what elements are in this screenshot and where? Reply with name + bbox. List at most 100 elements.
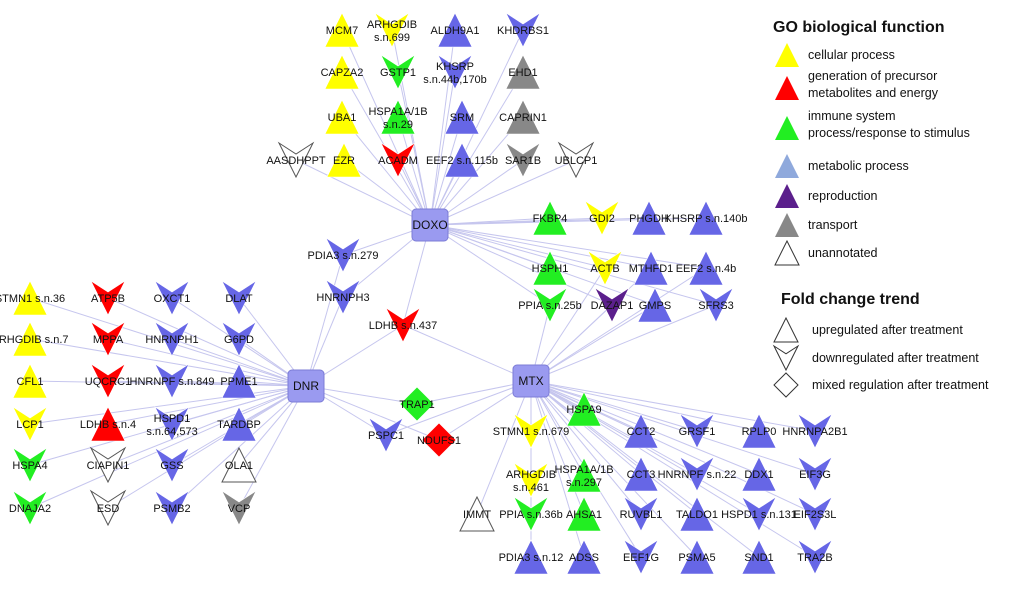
protein-node-arhgdib-s-n-7[interactable]: ARHGDIB s.n.7 xyxy=(0,321,69,357)
protein-node-hnrnph3[interactable]: HNRNPH3 xyxy=(316,279,370,315)
protein-label: PHGDH xyxy=(629,213,669,225)
protein-node-hnrnpa2b1[interactable]: HNRNPA2B1 xyxy=(782,413,848,449)
protein-node-immt[interactable]: IMMT xyxy=(459,495,495,532)
protein-node-sar1b[interactable]: SAR1B xyxy=(505,142,541,178)
protein-node-gss[interactable]: GSS xyxy=(154,447,190,483)
protein-node-aldh9a1[interactable]: ALDH9A1 xyxy=(431,12,480,48)
protein-node-ola1[interactable]: OLA1 xyxy=(221,446,257,483)
protein-node-hnrnpf-s-n-22[interactable]: HNRNPF s.n.22 xyxy=(658,456,737,492)
protein-node-hspa4[interactable]: HSPA4 xyxy=(12,447,48,483)
protein-node-capza2[interactable]: CAPZA2 xyxy=(321,54,364,90)
protein-node-adss[interactable]: ADSS xyxy=(566,539,602,575)
hub-dnr[interactable]: DNR xyxy=(287,369,325,403)
protein-node-dnaja2[interactable]: DNAJA2 xyxy=(9,490,51,526)
protein-node-ehd1[interactable]: EHD1 xyxy=(505,54,541,90)
protein-node-hspd1-s-n-131[interactable]: HSPD1 s.n.131 xyxy=(721,496,797,532)
legend-swatch xyxy=(775,184,799,208)
hub-doxo[interactable]: DOXO xyxy=(411,208,449,242)
protein-node-mthfd1[interactable]: MTHFD1 xyxy=(629,250,674,286)
edge-doxo-aldh9a1 xyxy=(429,29,456,226)
node-shape-up xyxy=(324,54,360,90)
protein-node-esd[interactable]: ESD xyxy=(89,489,127,527)
protein-node-cct3[interactable]: CCT3 xyxy=(623,456,659,492)
protein-node-grsf1[interactable]: GRSF1 xyxy=(679,413,716,449)
protein-node-ublcp1[interactable]: UBLCP1 xyxy=(555,141,598,179)
protein-node-cfl1[interactable]: CFL1 xyxy=(12,363,48,399)
protein-node-rplp0[interactable]: RPLP0 xyxy=(741,413,777,449)
protein-node-sfrs3[interactable]: SFRS3 xyxy=(698,287,734,323)
protein-node-ndufs1[interactable]: NDUFS1 xyxy=(417,422,461,458)
edge-doxo-dazap1 xyxy=(429,224,613,306)
protein-node-pdia3-s-n-12[interactable]: PDIA3 s.n.12 xyxy=(499,539,564,575)
protein-node-ldhb-s-n-4[interactable]: LDHB s.n.4 xyxy=(80,406,136,442)
protein-node-acadm[interactable]: ACADM xyxy=(378,142,418,178)
protein-node-psma5[interactable]: PSMA5 xyxy=(678,539,716,575)
protein-node-uba1[interactable]: UBA1 xyxy=(324,99,360,135)
protein-node-actb[interactable]: ACTB xyxy=(587,250,623,286)
protein-node-mppa[interactable]: MPPA xyxy=(90,321,126,357)
protein-node-fkbp4[interactable]: FKBP4 xyxy=(532,200,568,236)
protein-node-hsph1[interactable]: HSPH1 xyxy=(532,250,569,286)
protein-node-aasdhppt[interactable]: AASDHPPT xyxy=(266,141,326,179)
protein-node-ezr[interactable]: EZR xyxy=(326,142,362,178)
protein-node-stmn1-s-n-36[interactable]: STMN1 s.n.36 xyxy=(0,280,65,316)
protein-node-dlat[interactable]: DLAT xyxy=(221,280,257,316)
protein-node-khsrp-s-n-140b[interactable]: KHSRP s.n.140b xyxy=(665,200,748,236)
protein-label: PSMB2 xyxy=(153,503,190,515)
protein-node-trap1[interactable]: TRAP1 xyxy=(399,386,435,422)
protein-node-ppia-s-n-36b[interactable]: PPIA s.n.36b xyxy=(499,496,563,532)
protein-node-tra2b[interactable]: TRA2B xyxy=(797,539,833,575)
protein-node-gstp1[interactable]: GSTP1 xyxy=(380,54,416,90)
protein-node-srm[interactable]: SRM xyxy=(444,99,480,135)
protein-node-ahsa1[interactable]: AHSA1 xyxy=(566,496,602,532)
protein-node-cct2[interactable]: CCT2 xyxy=(623,413,659,449)
protein-node-stmn1-s-n-679[interactable]: STMN1 s.n.679 xyxy=(493,413,569,449)
edge-doxo-aasdhppt xyxy=(295,159,431,226)
protein-node-caprin1[interactable]: CAPRIN1 xyxy=(499,99,547,135)
protein-node-eef2-s-n-115b[interactable]: EEF2 s.n.115b xyxy=(426,142,498,178)
protein-node-pdia3-s-n-279[interactable]: PDIA3 s.n.279 xyxy=(308,237,379,273)
protein-node-lcp1[interactable]: LCP1 xyxy=(12,406,48,442)
protein-node-tardbp[interactable]: TARDBP xyxy=(217,406,261,442)
protein-node-g6pd[interactable]: G6PD xyxy=(221,321,257,357)
protein-node-eif3g[interactable]: EIF3G xyxy=(797,456,833,492)
protein-node-vcp[interactable]: VCP xyxy=(221,490,257,526)
protein-node-atp5b[interactable]: ATP5B xyxy=(90,280,126,316)
protein-node-snd1[interactable]: SND1 xyxy=(741,539,777,575)
protein-node-hnrnpf-s-n-849[interactable]: HNRNPF s.n.849 xyxy=(130,363,215,399)
node-shape-up xyxy=(324,12,360,48)
protein-node-ddx1[interactable]: DDX1 xyxy=(741,456,777,492)
protein-node-hnrnph1[interactable]: HNRNPH1 xyxy=(145,321,199,357)
hub-mtx[interactable]: MTX xyxy=(512,364,550,398)
protein-node-khdrbs1[interactable]: KHDRBS1 xyxy=(497,12,549,48)
protein-node-eef2-s-n-4b[interactable]: EEF2 s.n.4b xyxy=(676,250,737,286)
protein-node-gdi2[interactable]: GDI2 xyxy=(584,200,620,236)
protein-node-hspa9[interactable]: HSPA9 xyxy=(566,391,602,427)
protein-node-ppme1[interactable]: PPME1 xyxy=(220,363,258,399)
protein-node-uqcrc1[interactable]: UQCRC1 xyxy=(85,363,131,399)
protein-node-pspc1[interactable]: PSPC1 xyxy=(368,417,404,453)
hub-label: DOXO xyxy=(412,218,447,232)
protein-node-gmps[interactable]: GMPS xyxy=(637,287,673,323)
protein-node-taldo1[interactable]: TALDO1 xyxy=(676,496,718,532)
protein-node-oxct1[interactable]: OXCT1 xyxy=(154,280,191,316)
protein-node-mcm7[interactable]: MCM7 xyxy=(324,12,360,48)
protein-node-psmb2[interactable]: PSMB2 xyxy=(153,490,191,526)
protein-node-eef1g[interactable]: EEF1G xyxy=(623,539,659,575)
protein-node-eif2s3l[interactable]: EIF2S3L xyxy=(794,496,837,532)
protein-node-dazap1[interactable]: DAZAP1 xyxy=(591,287,634,323)
edge-mtx-immt xyxy=(476,380,532,515)
protein-node-ciapin1[interactable]: CIAPIN1 xyxy=(87,446,130,484)
protein-node-phgdh[interactable]: PHGDH xyxy=(629,200,669,236)
protein-node-ppia-s-n-25b[interactable]: PPIA s.n.25b xyxy=(518,287,582,323)
edge-mtx-hnrnpa2b1 xyxy=(530,380,816,432)
protein-node-ldhb-s-n-437[interactable]: LDHB s.n.437 xyxy=(369,307,437,343)
protein-node-ruvbl1[interactable]: RUVBL1 xyxy=(620,496,663,532)
